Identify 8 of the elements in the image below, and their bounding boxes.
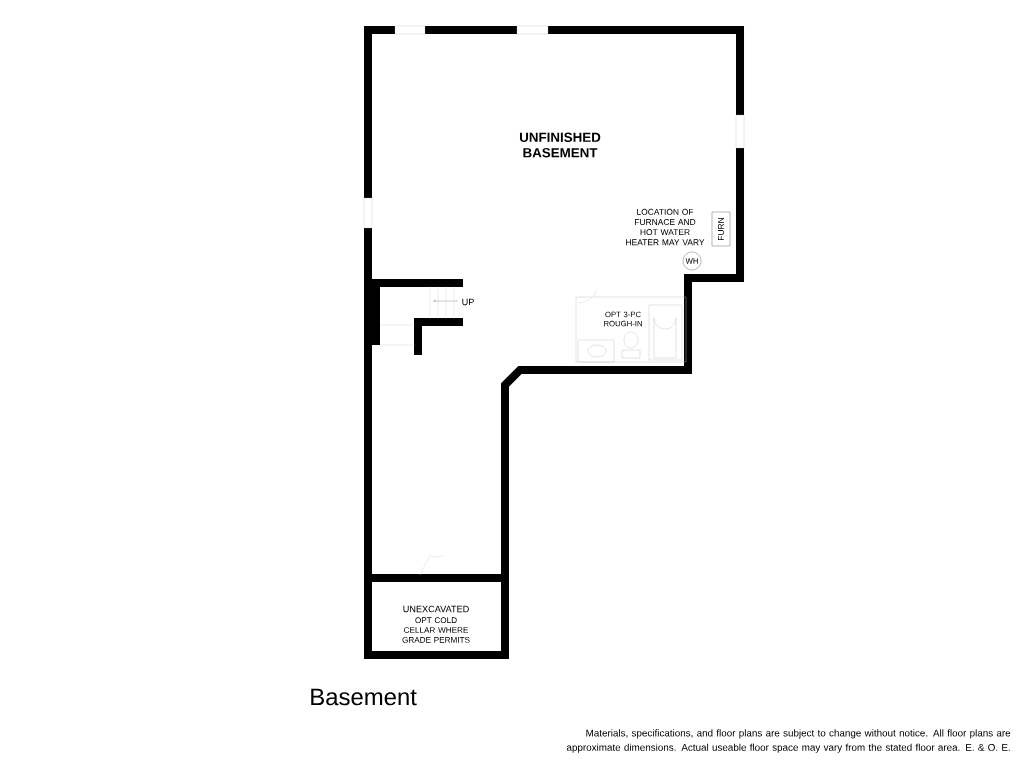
plan-title: Basement xyxy=(311,688,417,706)
note: LOCATION OF FURNACE AND HOT WATER HEATER MAY VARY xyxy=(626,208,705,246)
stair-label: UP xyxy=(462,298,474,306)
note: OPT COLD CELLAR WHERE GRADE PERMITS xyxy=(402,617,470,643)
room-label: UNEXCAVATED xyxy=(403,605,469,613)
room-label: UNFINISHED BASEMENT xyxy=(520,132,601,158)
disclaimer-note: Materials, specifications, and floor plans are subject to change without notice. All floor plans are approximate dimensions. Actual useable floor space may vary from the stated floor area. E. & O. E. xyxy=(566,729,1011,753)
furnace-box: FURN xyxy=(711,211,731,247)
